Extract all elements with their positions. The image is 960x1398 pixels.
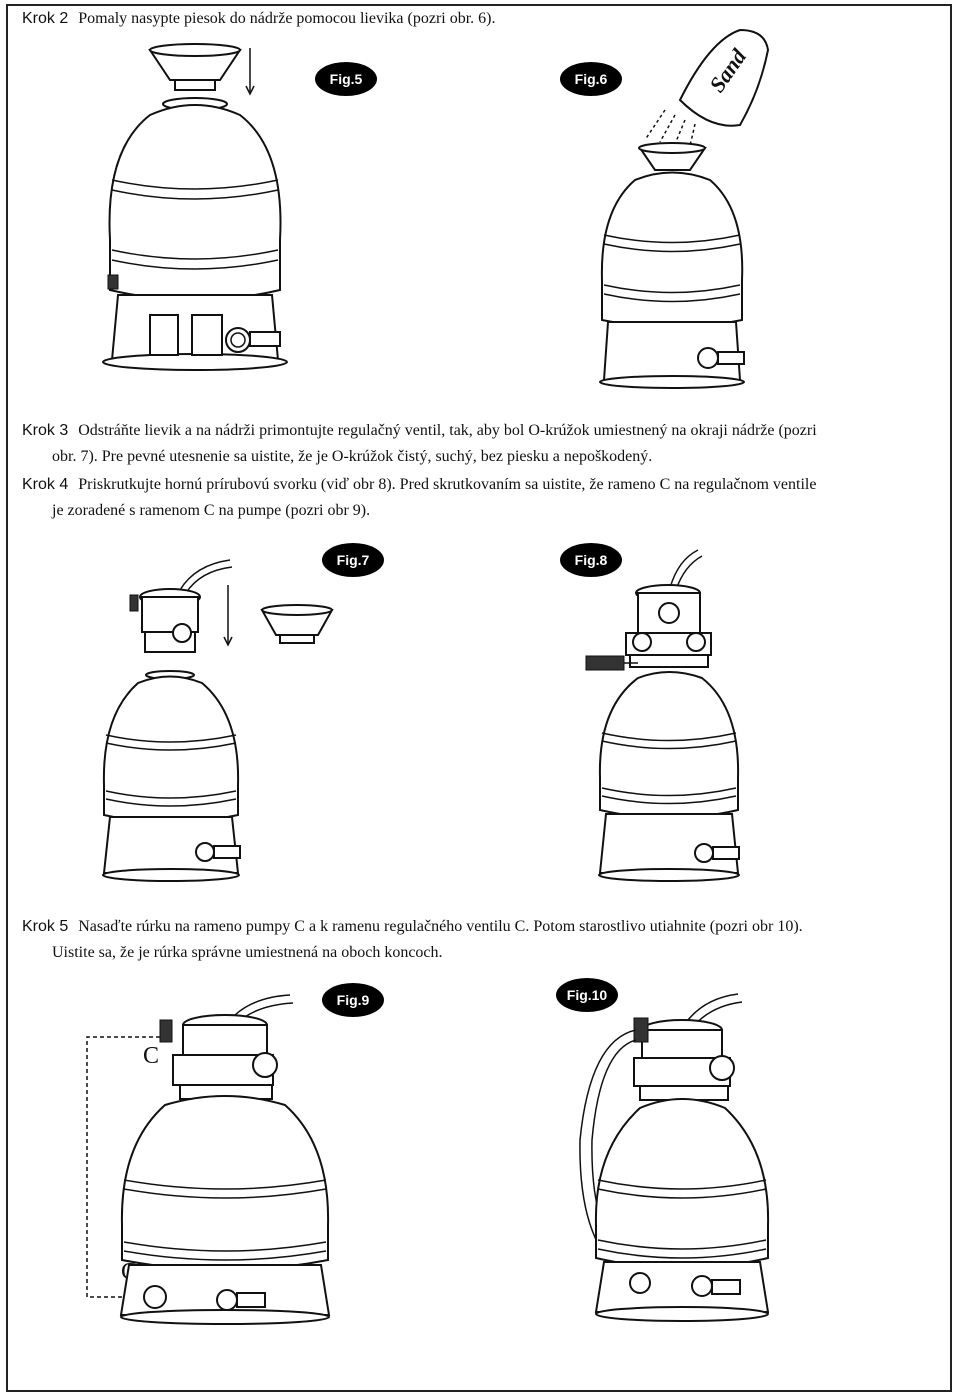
- step-4: Krok 4 Priskrutkujte hornú prírubovú svor…: [22, 472, 942, 524]
- step-2-text: Pomaly nasypte piesok do nádrže pomocou …: [78, 10, 496, 27]
- fig10-drawing: [579, 993, 770, 1322]
- step-5-text-line2: Uistite sa, že je rúrka správne umiestne…: [52, 944, 443, 961]
- fig9-badge: Fig.9: [322, 983, 384, 1017]
- c-label-top: C: [143, 1043, 159, 1069]
- step-4-label: Krok 4: [22, 476, 69, 493]
- fig7-drawing: [102, 559, 334, 882]
- fig7-badge: Fig.7: [322, 543, 384, 577]
- step-3-text-line2: obr. 7). Pre pevné utesnenie sa uistite,…: [52, 448, 653, 465]
- step-5-label: Krok 5: [22, 918, 69, 935]
- fig8-badge: Fig.8: [560, 543, 622, 577]
- fig9-drawing: C C: [86, 994, 331, 1325]
- page-frame: [6, 4, 952, 1392]
- fig10-badge: Fig.10: [556, 978, 618, 1012]
- step-5-text-line1: Nasaďte rúrku na rameno pumpy C a k rame…: [78, 918, 803, 935]
- fig5-drawing: [102, 43, 288, 371]
- fig5-badge: Fig.5: [315, 62, 377, 96]
- step-4-text-line1: Priskrutkujte hornú prírubovú svorku (vi…: [78, 476, 817, 493]
- step-3-label: Krok 3: [22, 422, 69, 439]
- step-4-text-line2: je zoradené s ramenom C na pumpe (pozri …: [52, 502, 371, 519]
- fig6-badge: Fig.6: [560, 62, 622, 96]
- step-2: Krok 2 Pomaly nasypte piesok do nádrže po…: [22, 6, 495, 32]
- fig6-drawing: Sand: [599, 28, 770, 389]
- fig8-drawing: [585, 549, 740, 882]
- step-5: Krok 5 Nasaďte rúrku na rameno pumpy C a …: [22, 914, 942, 966]
- step-3: Krok 3 Odstráňte lievik a na nádrži primo…: [22, 418, 942, 470]
- step-3-text-line1: Odstráňte lievik a na nádrži primontujte…: [78, 422, 817, 439]
- step-2-label: Krok 2: [22, 10, 69, 27]
